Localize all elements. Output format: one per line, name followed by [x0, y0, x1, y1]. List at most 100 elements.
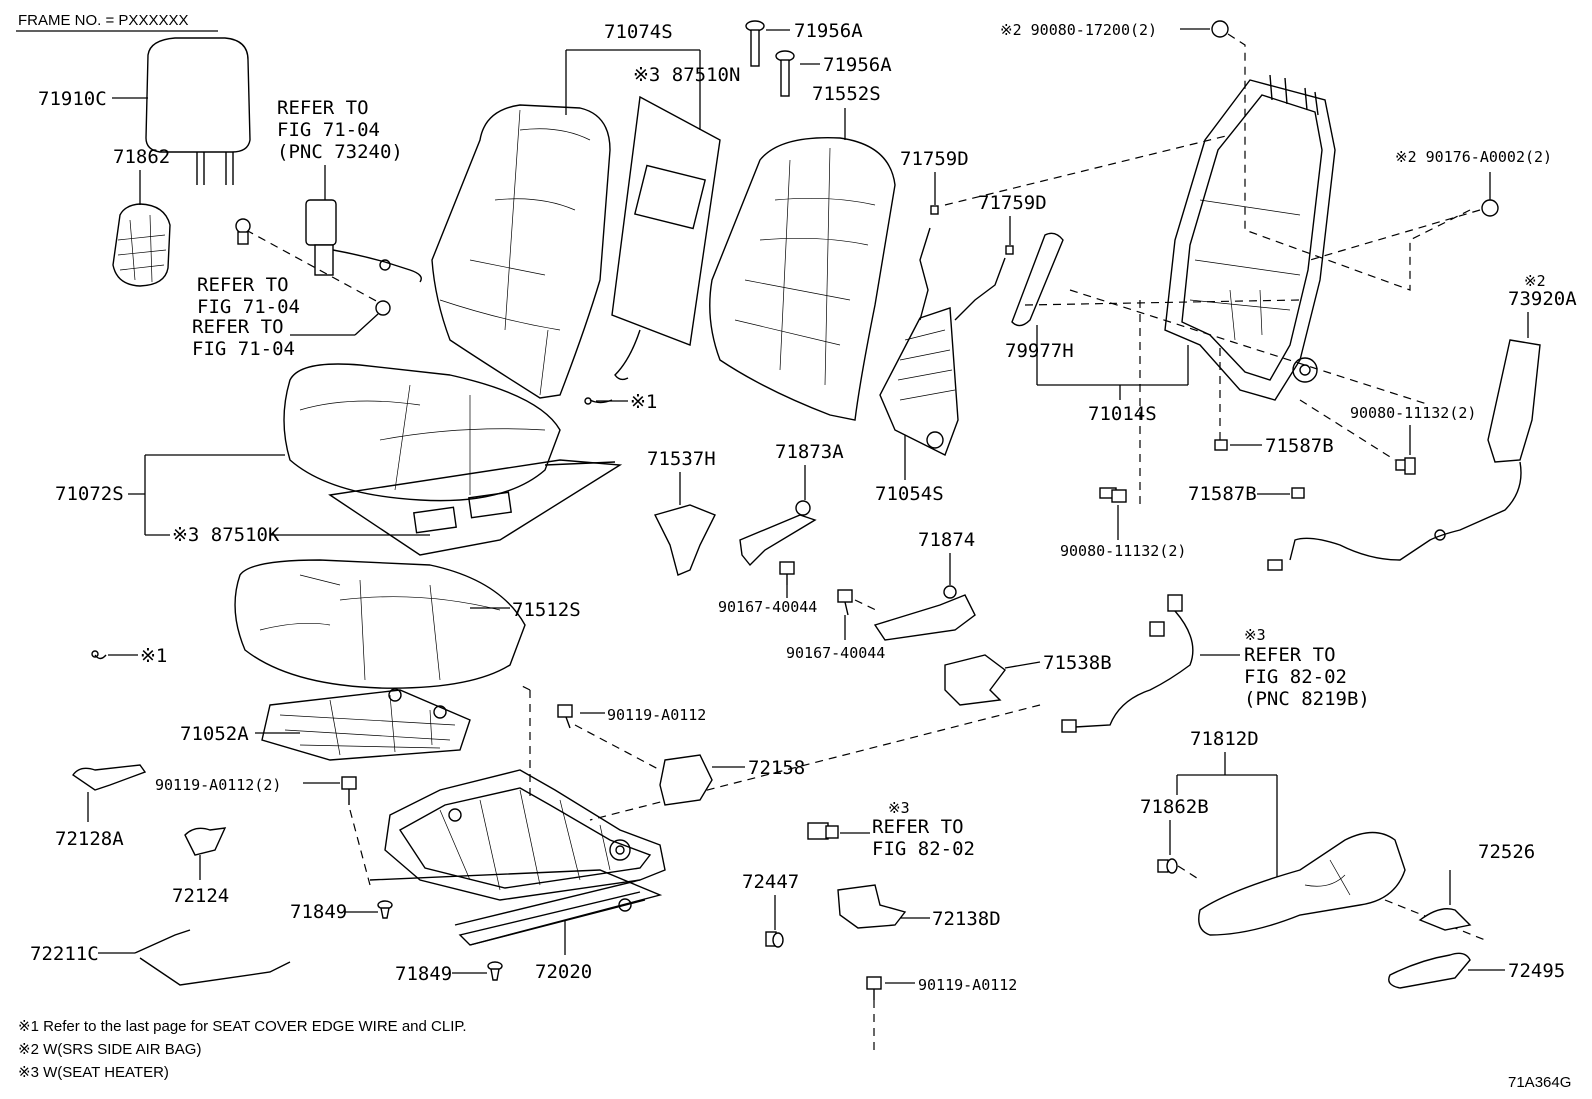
label-71072S: 71072S — [55, 483, 124, 505]
label-71873A: 71873A — [775, 441, 844, 463]
label-71552S: 71552S — [812, 83, 881, 105]
seat-frame-part — [369, 769, 666, 946]
refer-82-02-line3: (PNC 8219B) — [1244, 688, 1370, 710]
seat-cushion-pad-part — [234, 559, 526, 689]
label-72447: 72447 — [742, 871, 799, 893]
footnote-2: ※2 W(SRS SIDE AIR BAG) — [18, 1041, 201, 1058]
bolt-refer-a — [235, 218, 251, 245]
label-71537H: 71537H — [647, 448, 716, 470]
bracket-71874 — [873, 585, 976, 641]
label-72211C: 72211C — [30, 943, 99, 965]
bracket-71873A — [739, 500, 817, 567]
label-72020: 72020 — [535, 961, 592, 983]
seatback-cover-part — [431, 104, 611, 399]
diagram-code: 71A364G — [1508, 1074, 1571, 1091]
refer-82-02b-line1: REFER TO — [872, 816, 964, 838]
bolt-90119-b — [866, 976, 882, 1000]
seat-belt-buckle-part — [305, 199, 422, 283]
nut-refer-b — [375, 300, 391, 316]
heater-harness-part — [1061, 594, 1194, 733]
seatback-heater-part — [611, 95, 721, 381]
refer-82-02-line1: REFER TO — [1244, 644, 1336, 666]
seat-heater-cushion-part — [328, 459, 623, 556]
cover-72124 — [184, 827, 227, 856]
label-71759D-1: 71759D — [900, 148, 969, 170]
cover-72158 — [659, 754, 713, 806]
headrest-part — [145, 37, 251, 185]
label-71874: 71874 — [918, 529, 975, 551]
nut-90080-17200 — [1211, 20, 1229, 38]
side-airbag-part — [1267, 339, 1541, 571]
seatback-pad-part — [709, 136, 896, 421]
headrest-cover-part — [112, 203, 171, 287]
refer-82-02b-mark: ※3 — [888, 799, 910, 817]
label-90167-40044-2: 90167-40044 — [786, 644, 885, 662]
foam-pad-79977H — [1011, 232, 1064, 327]
refer-82-02-mark: ※3 — [1244, 626, 1266, 644]
refer-to-73240-line1: REFER TO — [277, 97, 369, 119]
label-90119-A0112-a: 90119-A0112 — [607, 706, 706, 724]
cover-72526 — [1418, 908, 1472, 931]
label-90080-11132-b: 90080-11132(2) — [1060, 542, 1186, 560]
spring-mat-part — [261, 688, 471, 761]
label-71054S: 71054S — [875, 483, 944, 505]
label-87510N: ※3 87510N — [633, 64, 740, 86]
label-72124: 72124 — [172, 885, 229, 907]
refer-82-02b-line2: FIG 82-02 — [872, 838, 975, 860]
label-87510K: ※3 87510K — [172, 524, 280, 546]
label-73920A: 73920A — [1508, 288, 1577, 310]
label-71849-2: 71849 — [395, 963, 452, 985]
footnote-1: ※1 Refer to the last page for SEAT COVER… — [18, 1018, 467, 1035]
clip-71849-1 — [377, 900, 393, 919]
refer-to-7104-b-line1: REFER TO — [192, 316, 284, 338]
note-marker-1b: ※1 — [140, 645, 167, 667]
refer-to-7104-a-line1: REFER TO — [197, 274, 289, 296]
lumbar-support-part — [879, 227, 1006, 456]
refer-to-7104-a-line2: FIG 71-04 — [197, 296, 300, 318]
note-marker-1a: ※1 — [630, 391, 657, 413]
label-90167-40044-1: 90167-40044 — [718, 598, 817, 616]
pin-71956A-1 — [745, 20, 765, 67]
label-90080-17200: ※2 90080-17200(2) — [1000, 21, 1157, 39]
label-71812D: 71812D — [1190, 728, 1259, 750]
clip-71587B-1 — [1214, 439, 1228, 451]
refer-82-02-line2: FIG 82-02 — [1244, 666, 1347, 688]
bolt-71862B — [1157, 858, 1178, 874]
label-72128A: 72128A — [55, 828, 124, 850]
label-90176-A0002: ※2 90176-A0002(2) — [1395, 148, 1552, 166]
label-72495: 72495 — [1508, 960, 1565, 982]
label-71910C: 71910C — [38, 88, 107, 110]
refer-to-7104-b-line2: FIG 71-04 — [192, 338, 295, 360]
bolt-90080-11132-b — [1099, 487, 1127, 503]
nut-90176 — [1481, 199, 1499, 217]
label-90119-A0112-b: 90119-A0112 — [918, 976, 1017, 994]
connector-refer-82-02 — [807, 822, 839, 840]
label-71052A: 71052A — [180, 723, 249, 745]
footnote-3: ※3 W(SEAT HEATER) — [18, 1064, 169, 1081]
bolt-90119-2 — [341, 776, 357, 805]
label-72158: 72158 — [748, 757, 805, 779]
label-71538B: 71538B — [1043, 652, 1112, 674]
refer-to-73240-line3: (PNC 73240) — [277, 141, 403, 163]
seatback-frame-part — [1164, 74, 1336, 401]
pin-71956A-2 — [775, 50, 795, 97]
bracket-71537H — [653, 504, 716, 576]
label-71956A-1: 71956A — [794, 20, 863, 42]
side-shield-71812D — [1198, 831, 1406, 936]
label-71862B: 71862B — [1140, 796, 1209, 818]
wire-72211C — [134, 929, 291, 986]
label-73920A-mark: ※2 — [1524, 272, 1546, 290]
label-71759D-2: 71759D — [978, 192, 1047, 214]
cover-72138D — [837, 884, 907, 929]
label-71587B-1: 71587B — [1265, 435, 1334, 457]
label-71587B-2: 71587B — [1188, 483, 1257, 505]
bolt-90167-1 — [779, 561, 795, 585]
clip-71587B-2 — [1291, 487, 1305, 499]
label-71014S: 71014S — [1088, 403, 1157, 425]
label-71956A-2: 71956A — [823, 54, 892, 76]
refer-to-73240-line2: FIG 71-04 — [277, 119, 380, 141]
label-71512S: 71512S — [512, 599, 581, 621]
bolt-90167-2 — [837, 589, 853, 616]
bolt-90080-11132-a — [1395, 457, 1416, 475]
